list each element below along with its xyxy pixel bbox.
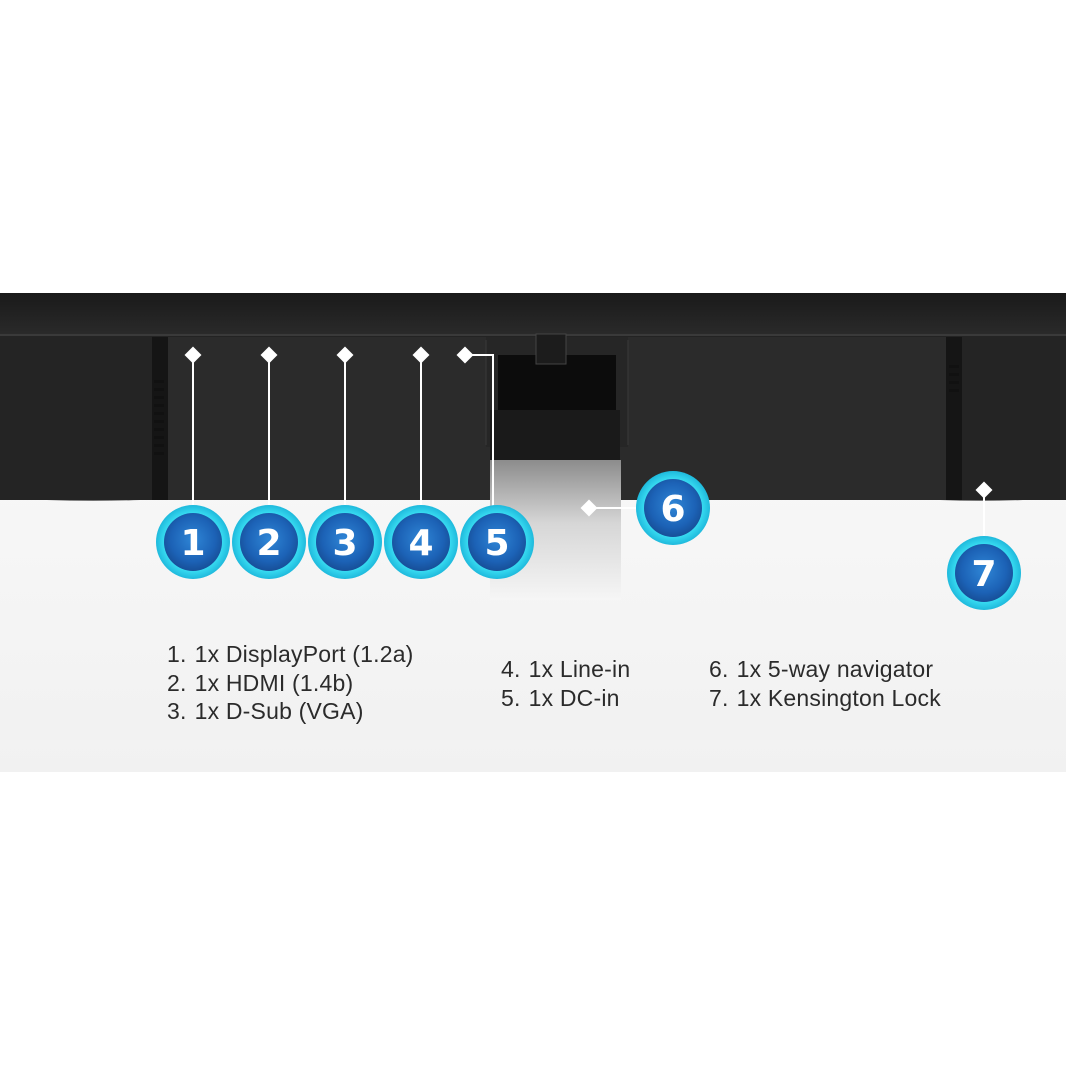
callout-badge-5: 5 xyxy=(460,505,534,579)
legend-item: 6. 1x 5-way navigator xyxy=(709,655,941,684)
legend-item-text: 1x 5-way navigator xyxy=(736,656,934,682)
legend-item-text: 1x D-Sub (VGA) xyxy=(194,698,364,724)
legend-item-text: 1x DC-in xyxy=(528,684,620,711)
legend-item-number: 7. xyxy=(709,684,729,711)
badge-number: 6 xyxy=(660,489,685,530)
callout-badge-4: 4 xyxy=(384,505,458,579)
callout-badge-1: 1 xyxy=(156,505,230,579)
legend-item-text: 1x Kensington Lock xyxy=(736,684,941,711)
badge-number: 3 xyxy=(332,523,357,564)
callout-badge-3: 3 xyxy=(308,505,382,579)
legend-item: 4. 1x Line-in xyxy=(501,655,630,684)
legend-column-1: 1. 1x DisplayPort (1.2a) 2. 1x HDMI (1.4b)… xyxy=(167,640,414,726)
callout-badge-2: 2 xyxy=(232,505,306,579)
legend-item-text: 1x HDMI (1.4b) xyxy=(194,669,354,696)
callout-badge-7: 7 xyxy=(947,536,1021,610)
legend-item: 3. 1x D-Sub (VGA) xyxy=(167,697,414,726)
badge-number: 2 xyxy=(256,523,281,564)
callout-leaders xyxy=(184,346,993,540)
legend-item-number: 2. xyxy=(167,669,187,696)
legend-item: 5. 1x DC-in xyxy=(501,684,630,713)
legend-item-number: 6. xyxy=(709,656,729,682)
legend-item: 2. 1x HDMI (1.4b) xyxy=(167,669,414,698)
legend-item-number: 5. xyxy=(501,684,521,711)
legend-item: 1. 1x DisplayPort (1.2a) xyxy=(167,640,414,669)
badge-number: 5 xyxy=(484,523,509,564)
legend-item-number: 1. xyxy=(167,641,187,667)
legend-item: 7. 1x Kensington Lock xyxy=(709,684,941,713)
legend-item-number: 3. xyxy=(167,698,187,724)
legend-column-3: 6. 1x 5-way navigator 7. 1x Kensington Loc… xyxy=(709,655,941,712)
monitor-body xyxy=(0,293,1066,501)
badge-number: 7 xyxy=(971,554,996,595)
legend-item-text: 1x DisplayPort (1.2a) xyxy=(194,641,414,667)
badge-number: 4 xyxy=(408,523,433,564)
callout-badge-6: 6 xyxy=(636,471,710,545)
badge-number: 1 xyxy=(180,523,205,564)
legend-item-text: 1x Line-in xyxy=(528,656,631,682)
legend-item-number: 4. xyxy=(501,656,521,682)
legend-column-2: 4. 1x Line-in 5. 1x DC-in xyxy=(501,655,630,712)
